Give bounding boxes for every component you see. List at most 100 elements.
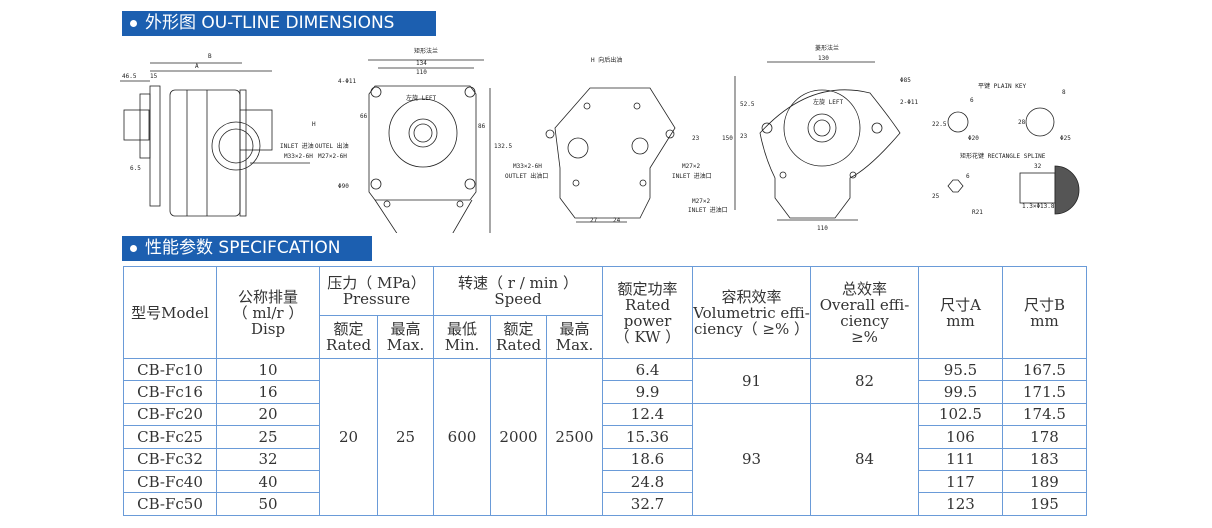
svg-text:左旋 LEFT: 左旋 LEFT <box>813 98 843 106</box>
cell-power: 18.6 <box>602 447 693 471</box>
cell-model: CB-Fc10 <box>123 357 217 382</box>
cell-size-b: 174.5 <box>1002 402 1087 427</box>
cell-size-b: 167.5 <box>1002 357 1087 382</box>
svg-text:32: 32 <box>1034 163 1042 170</box>
header-pressure: 压力（ MPa）Pressure <box>319 266 434 316</box>
cell-size-b: 189 <box>1002 469 1087 494</box>
svg-text:Φ25: Φ25 <box>1060 135 1071 142</box>
svg-text:15: 15 <box>150 73 158 80</box>
cell-size-a: 117 <box>918 469 1003 494</box>
svg-text:25: 25 <box>932 193 940 200</box>
svg-text:Φ90: Φ90 <box>338 183 349 190</box>
svg-text:132.5: 132.5 <box>494 143 512 150</box>
cell-size-b: 183 <box>1002 447 1087 471</box>
cell-s-rated: 2000 <box>490 358 547 516</box>
outline-section-banner: 外形图 OU-TLINE DIMENSIONS <box>122 11 436 36</box>
svg-text:H 向后出油: H 向后出油 <box>591 56 622 64</box>
cell-size-a: 106 <box>918 425 1003 449</box>
spec-section-banner: 性能参数 SPECIFCATION <box>122 236 372 261</box>
svg-text:66: 66 <box>360 113 368 120</box>
svg-text:6: 6 <box>966 173 970 180</box>
svg-text:110: 110 <box>416 69 427 76</box>
svg-text:Φ85: Φ85 <box>900 77 911 84</box>
cell-power: 24.8 <box>602 469 693 494</box>
cell-p-max: 25 <box>377 358 434 516</box>
cell-power: 12.4 <box>602 402 693 427</box>
svg-text:86: 86 <box>478 123 486 130</box>
svg-text:134: 134 <box>416 60 427 67</box>
svg-text:H: H <box>312 121 316 128</box>
svg-text:M27×2: M27×2 <box>692 198 710 205</box>
svg-text:1.3×Φ13.8: 1.3×Φ13.8 <box>1022 203 1055 210</box>
svg-text:23: 23 <box>740 133 748 140</box>
cell-size-b: 171.5 <box>1002 380 1087 404</box>
cell-disp: 25 <box>216 425 320 449</box>
cell-size-a: 123 <box>918 492 1003 516</box>
svg-text:22.5: 22.5 <box>932 121 947 128</box>
svg-text:150: 150 <box>722 135 733 142</box>
svg-text:A: A <box>195 63 199 70</box>
svg-text:INLET 进油: INLET 进油 <box>280 142 314 150</box>
svg-text:M33×2-6H: M33×2-6H <box>284 153 313 160</box>
spec-table: 型号Model 公称排量（ ml/r ）Disp 压力（ MPa）Pressur… <box>123 266 1087 516</box>
svg-text:23: 23 <box>692 135 700 142</box>
cell-model: CB-Fc16 <box>123 380 217 404</box>
cell-overall: 84 <box>810 402 919 516</box>
cell-power: 32.7 <box>602 492 693 516</box>
svg-text:OUTLET 出油口: OUTLET 出油口 <box>505 172 548 180</box>
cell-disp: 50 <box>216 492 320 516</box>
spec-title: 性能参数 SPECIFCATION <box>145 238 341 258</box>
cell-disp: 10 <box>216 357 320 382</box>
cell-size-b: 178 <box>1002 425 1087 449</box>
cell-s-max: 2500 <box>546 358 603 516</box>
cell-power: 6.4 <box>602 357 693 382</box>
svg-text:130: 130 <box>818 55 829 62</box>
header-model: 型号Model <box>123 266 217 359</box>
svg-text:Φ20: Φ20 <box>968 135 979 142</box>
cell-size-a: 111 <box>918 447 1003 471</box>
cell-model: CB-Fc50 <box>123 492 217 516</box>
cell-size-a: 99.5 <box>918 380 1003 404</box>
cell-disp: 32 <box>216 447 320 471</box>
cell-model: CB-Fc25 <box>123 425 217 449</box>
header-speed: 转速（ r / min ）Speed <box>433 266 603 316</box>
cell-power: 9.9 <box>602 380 693 404</box>
cell-disp: 16 <box>216 380 320 404</box>
cell-size-a: 95.5 <box>918 357 1003 382</box>
svg-text:28: 28 <box>1018 119 1026 126</box>
cell-model: CB-Fc20 <box>123 402 217 427</box>
svg-text:矩形法兰: 矩形法兰 <box>414 47 438 55</box>
svg-text:27: 27 <box>590 217 598 224</box>
svg-text:INLET 进油口: INLET 进油口 <box>672 172 712 180</box>
cell-p-rated: 20 <box>319 358 378 516</box>
outline-title: 外形图 OU-TLINE DIMENSIONS <box>145 13 395 33</box>
cell-disp: 40 <box>216 469 320 494</box>
cell-disp: 20 <box>216 402 320 427</box>
cell-model: CB-Fc32 <box>123 447 217 471</box>
cell-power: 15.36 <box>602 425 693 449</box>
svg-text:8: 8 <box>1062 89 1066 96</box>
svg-text:M27×2: M27×2 <box>682 163 700 170</box>
svg-text:菱形法兰: 菱形法兰 <box>815 44 839 52</box>
svg-text:6: 6 <box>970 97 974 104</box>
header-disp: 公称排量（ ml/r ）Disp <box>216 266 320 359</box>
svg-text:2-Φ11: 2-Φ11 <box>900 99 918 106</box>
cell-volumetric: 91 <box>692 358 811 404</box>
